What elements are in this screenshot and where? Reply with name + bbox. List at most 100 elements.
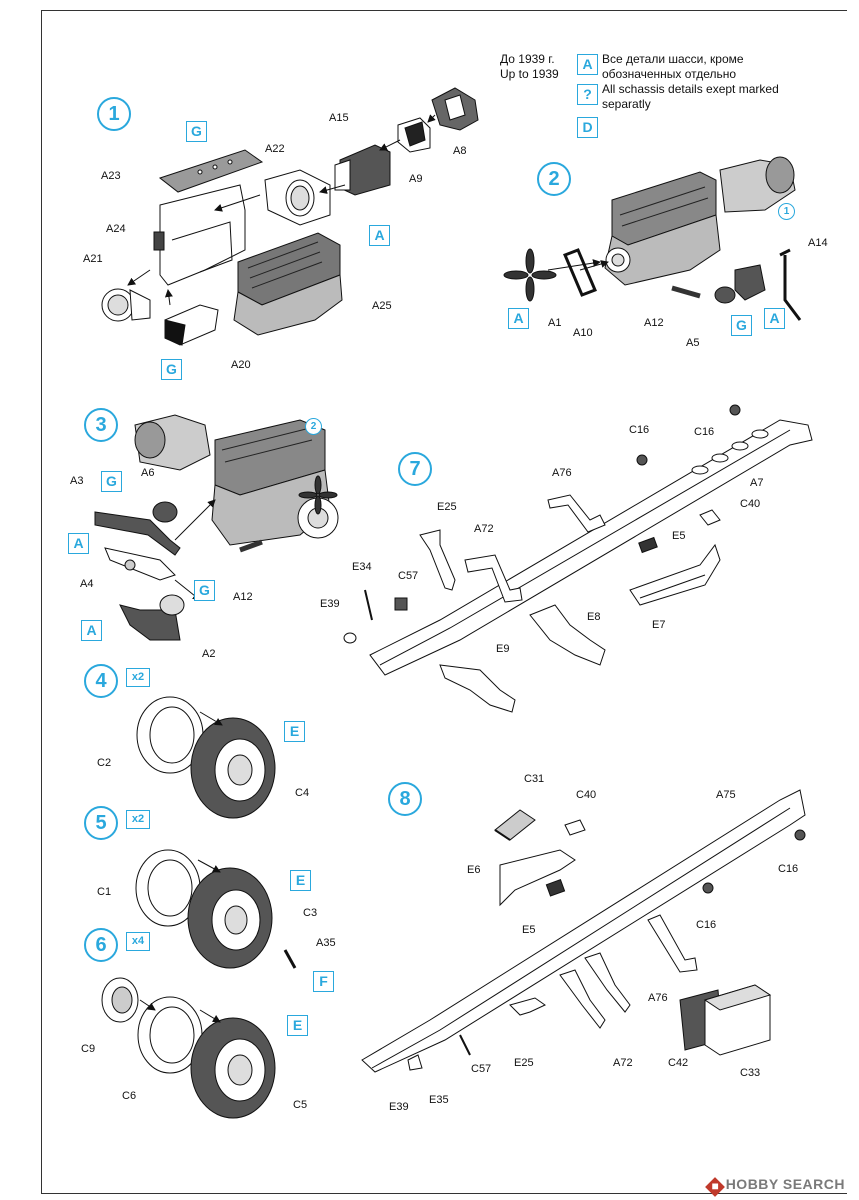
hobby-search-watermark: ◆HOBBY SEARCH — [704, 1176, 845, 1197]
step3-engine-drawing — [94, 414, 339, 641]
part-label: A4 — [80, 578, 94, 590]
part-label: C3 — [303, 907, 318, 919]
part-label: A12 — [233, 591, 253, 603]
legend-text-a-line1: Все детали шасси, кроме — [602, 52, 744, 66]
step-6-multiplier: x4 — [126, 932, 150, 951]
part-label: A72 — [613, 1057, 633, 1069]
part-label: A75 — [716, 789, 736, 801]
part-label: A1 — [548, 317, 562, 329]
legend-period-en: Up to 1939 — [500, 67, 559, 81]
part-label: E5 — [672, 530, 686, 542]
part-label: E9 — [496, 643, 510, 655]
step-ref-1: 1 — [778, 203, 795, 220]
part-label: C16 — [778, 863, 799, 875]
part-label: E6 — [467, 864, 481, 876]
part-label: A9 — [409, 173, 423, 185]
part-label: E25 — [514, 1057, 534, 1069]
part-label: A76 — [648, 992, 668, 1004]
part-label: C5 — [293, 1099, 308, 1111]
step1-mark-g-top: G — [186, 121, 207, 142]
part-label: C9 — [81, 1043, 96, 1055]
step-4-badge: 4 — [84, 664, 118, 698]
part-label: C57 — [471, 1063, 492, 1075]
part-label: E39 — [389, 1101, 409, 1113]
legend-text-q-line1: All schassis details exept marked — [602, 82, 779, 96]
part-label: A7 — [750, 477, 764, 489]
step-3-badge: 3 — [84, 408, 118, 442]
part-label: A6 — [141, 467, 155, 479]
part-label: C40 — [740, 498, 761, 510]
part-label: A3 — [70, 475, 84, 487]
step3-mark-a-bottom: A — [81, 620, 102, 641]
step-ref-2: 2 — [305, 418, 322, 435]
page-frame — [41, 10, 847, 1194]
part-label: A10 — [573, 327, 593, 339]
step5-mark-f: F — [313, 971, 334, 992]
step-7-badge: 7 — [398, 452, 432, 486]
part-label: A72 — [474, 523, 494, 535]
step8-frame-drawing — [361, 789, 806, 1073]
step-1-badge: 1 — [97, 97, 131, 131]
part-label: C57 — [398, 570, 419, 582]
part-label: A20 — [231, 359, 251, 371]
part-label: A12 — [644, 317, 664, 329]
legend-text-a-line2: обозначенных отдельно — [602, 67, 737, 81]
watermark-text: HOBBY SEARCH — [725, 1176, 845, 1192]
step2-mark-g: G — [731, 315, 752, 336]
part-label: A8 — [453, 145, 467, 157]
step2-engine-drawing — [503, 156, 802, 321]
part-label: C40 — [576, 789, 597, 801]
part-label: C42 — [668, 1057, 689, 1069]
watermark-logo-icon: ◆ — [704, 1177, 725, 1197]
part-label: E25 — [437, 501, 457, 513]
step1-mark-a: A — [369, 225, 390, 246]
step5-mark-e: E — [290, 870, 311, 891]
part-label: E39 — [320, 598, 340, 610]
part-label: C16 — [696, 919, 717, 931]
part-label: A21 — [83, 253, 103, 265]
part-label: E5 — [522, 924, 536, 936]
step-2-badge: 2 — [537, 162, 571, 196]
part-label: A23 — [101, 170, 121, 182]
step1-mark-g-bottom: G — [161, 359, 182, 380]
part-label: C31 — [524, 773, 545, 785]
part-label: A14 — [808, 237, 828, 249]
legend-mark-d: D — [577, 117, 598, 138]
step1-engine-drawing — [101, 87, 479, 346]
legend-mark-a: A — [577, 54, 598, 75]
part-label: C4 — [295, 787, 310, 799]
part-label: A25 — [372, 300, 392, 312]
part-label: C2 — [97, 757, 112, 769]
step6-mark-e: E — [287, 1015, 308, 1036]
part-label: E7 — [652, 619, 666, 631]
part-label: E35 — [429, 1094, 449, 1106]
part-label: C1 — [97, 886, 112, 898]
part-label: C16 — [629, 424, 650, 436]
step3-mark-g-bottom: G — [194, 580, 215, 601]
step6-wheel-drawing — [101, 977, 276, 1119]
step-5-badge: 5 — [84, 806, 118, 840]
step4-mark-e: E — [284, 721, 305, 742]
step3-mark-a-top: A — [68, 533, 89, 554]
step4-wheel-drawing — [136, 696, 276, 819]
legend-mark-question: ? — [577, 84, 598, 105]
step-8-badge: 8 — [388, 782, 422, 816]
step7-frame-drawing — [343, 404, 813, 713]
part-label: A24 — [106, 223, 126, 235]
part-label: C16 — [694, 426, 715, 438]
part-label: A76 — [552, 467, 572, 479]
step5-wheel-drawing — [135, 849, 297, 969]
step2-mark-a-left: A — [508, 308, 529, 329]
part-label: A35 — [316, 937, 336, 949]
part-label: C33 — [740, 1067, 761, 1079]
part-label: A15 — [329, 112, 349, 124]
legend-text-q-line2: separatly — [602, 97, 651, 111]
part-label: A5 — [686, 337, 700, 349]
part-label: C6 — [122, 1090, 137, 1102]
part-label: E34 — [352, 561, 372, 573]
part-label: A2 — [202, 648, 216, 660]
step-4-multiplier: x2 — [126, 668, 150, 687]
step3-mark-g-top: G — [101, 471, 122, 492]
